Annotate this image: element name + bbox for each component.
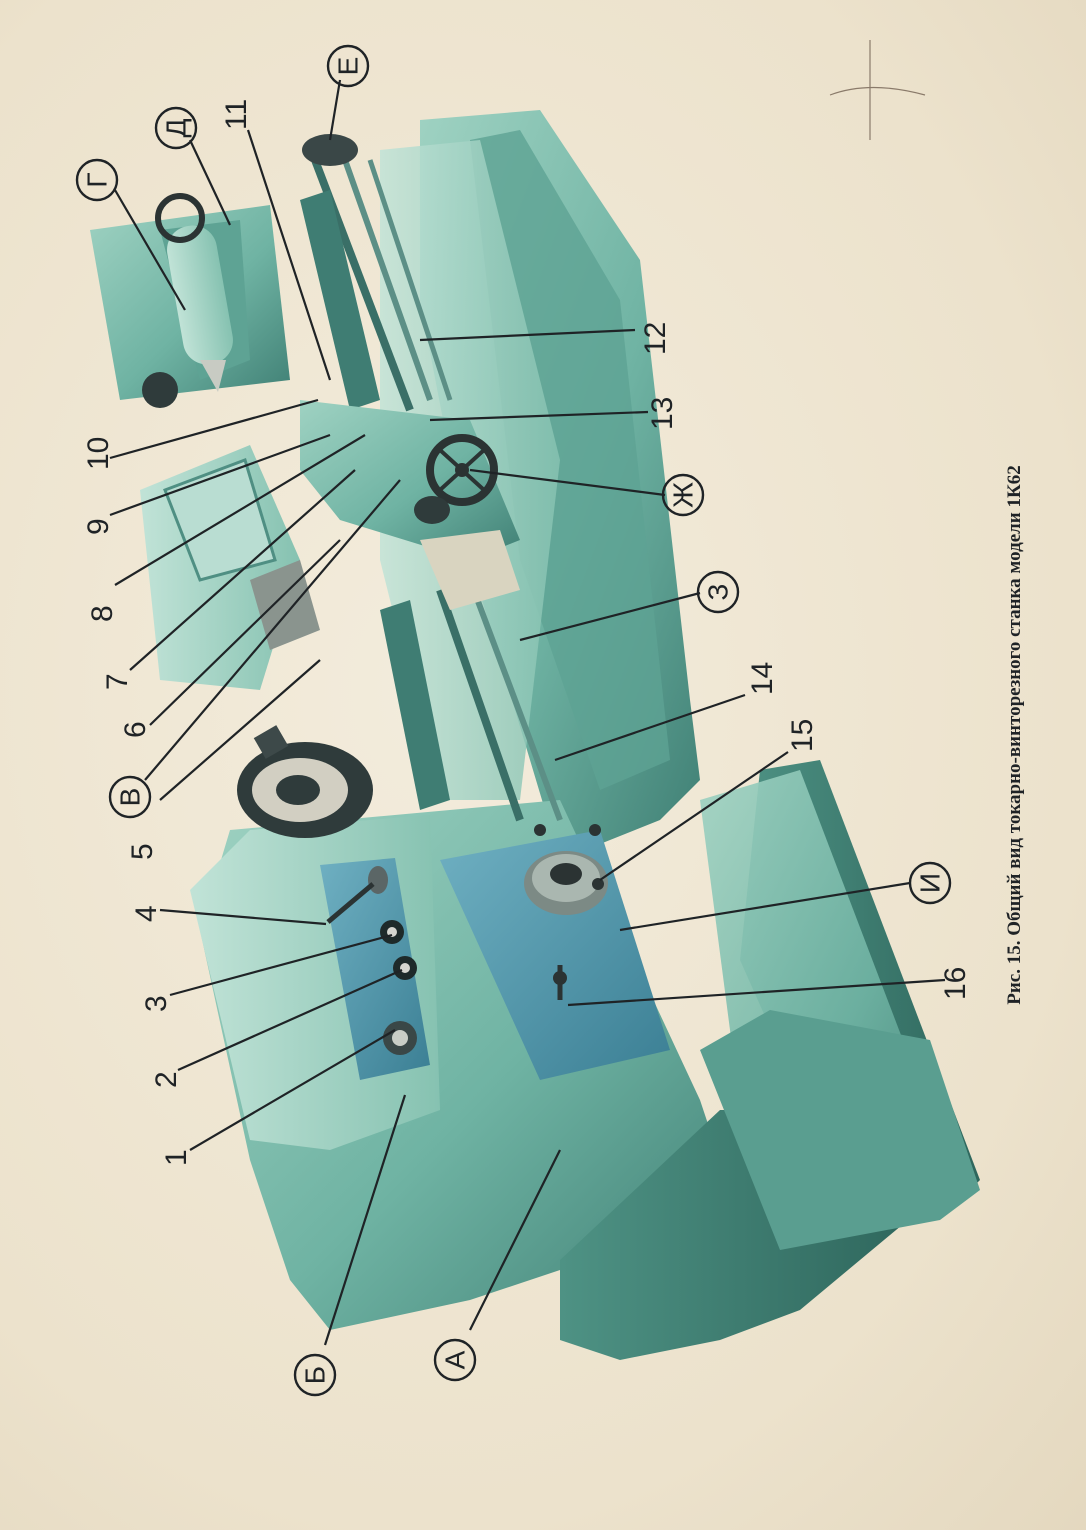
letter-label-e: Е bbox=[326, 44, 370, 88]
lathe-illustration bbox=[90, 110, 980, 1360]
label-8: 8 bbox=[86, 605, 119, 622]
lathe-bed-side bbox=[470, 130, 670, 790]
registration-mark bbox=[829, 40, 926, 140]
letter-label-b: Б bbox=[293, 1353, 337, 1397]
cabinet-foot bbox=[700, 1010, 980, 1250]
svg-text:В: В bbox=[115, 788, 146, 807]
chuck bbox=[237, 725, 373, 838]
number-label-group: 1 2 3 4 5 6 7 8 9 10 11 12 13 14 15 16 bbox=[82, 99, 972, 1166]
letter-label-g: Г bbox=[75, 158, 119, 202]
gearbox-panel bbox=[440, 830, 670, 1080]
gearbox-dial bbox=[524, 824, 608, 1000]
letter-label-i: И bbox=[908, 861, 952, 905]
bed-rack-upper bbox=[300, 190, 380, 410]
letter-label-a: А bbox=[433, 1338, 477, 1382]
letter-label-d: Д bbox=[154, 106, 198, 150]
headstock-knobs bbox=[326, 866, 417, 1055]
svg-text:З: З bbox=[703, 584, 734, 601]
leader-lines bbox=[109, 79, 946, 1346]
tailstock bbox=[90, 193, 290, 408]
figure-caption: Рис. 15. Общий вид токарно-винторезного … bbox=[1004, 465, 1025, 1005]
label-11: 11 bbox=[220, 99, 253, 130]
svg-text:Ж: Ж bbox=[668, 482, 699, 508]
label-14: 14 bbox=[746, 662, 779, 695]
label-4: 4 bbox=[130, 905, 163, 922]
svg-text:Е: Е bbox=[333, 57, 364, 76]
letter-label-group: А Б В Г Д Е Ж З bbox=[75, 44, 952, 1397]
svg-text:А: А bbox=[440, 1350, 471, 1369]
letter-label-z: З bbox=[696, 570, 740, 614]
label-1: 1 bbox=[160, 1149, 193, 1166]
letter-label-zh: Ж bbox=[661, 473, 705, 517]
label-15: 15 bbox=[786, 719, 819, 752]
label-6: 6 bbox=[119, 721, 152, 738]
tool-post bbox=[250, 560, 320, 650]
label-12: 12 bbox=[639, 322, 672, 355]
svg-text:Г: Г bbox=[82, 172, 113, 187]
label-3: 3 bbox=[140, 995, 173, 1012]
label-10: 10 bbox=[82, 437, 115, 470]
label-16: 16 bbox=[939, 967, 972, 1000]
splash-guard-window bbox=[163, 458, 277, 582]
label-9: 9 bbox=[82, 518, 115, 535]
svg-text:И: И bbox=[915, 873, 946, 893]
label-7: 7 bbox=[101, 673, 134, 690]
svg-text:Б: Б bbox=[300, 1366, 331, 1384]
letter-label-v: В bbox=[108, 775, 152, 819]
end-bearing bbox=[302, 134, 358, 166]
label-2: 2 bbox=[150, 1071, 183, 1088]
svg-text:Д: Д bbox=[161, 118, 192, 137]
bed-rack bbox=[380, 600, 450, 810]
label-5: 5 bbox=[126, 843, 159, 860]
label-13: 13 bbox=[646, 397, 679, 430]
